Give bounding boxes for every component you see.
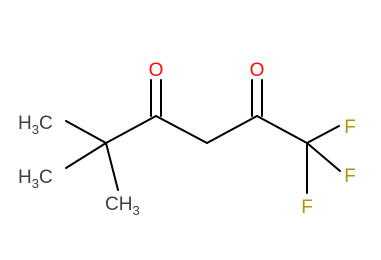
bond-cq-me3 xyxy=(105,142,119,191)
methyl-2-c: C xyxy=(39,167,53,188)
fluorine-label-3: F xyxy=(301,197,313,218)
methyl-1-c: C xyxy=(39,113,53,134)
bond-c1-f1 xyxy=(306,125,340,144)
bond-cq-me2 xyxy=(65,142,107,169)
methyl-3-ch: CH xyxy=(105,194,132,215)
methyl-1-h: H xyxy=(18,113,32,134)
oxygen-label-2: O xyxy=(250,60,265,81)
bond-cq-c4 xyxy=(105,115,157,144)
fluorine-label-1: F xyxy=(344,117,356,138)
methyl-label-1: H3C xyxy=(18,113,53,137)
bond-cq-me1 xyxy=(65,120,107,144)
oxygen-label-1: O xyxy=(149,60,164,81)
methyl-label-2: H3C xyxy=(18,167,53,191)
fluorine-label-2: F xyxy=(344,166,356,187)
methyl-2-h: H xyxy=(18,167,32,188)
methyl-3-sub: 3 xyxy=(132,203,139,218)
methyl-1-sub: 3 xyxy=(32,122,39,137)
bond-c3-c2 xyxy=(206,115,258,144)
bond-c4-c3 xyxy=(155,115,208,144)
bond-c2-c1 xyxy=(256,115,308,144)
bonds xyxy=(65,79,341,194)
methyl-label-3: CH3 xyxy=(105,194,140,218)
methyl-2-sub: 3 xyxy=(32,176,39,191)
bond-c1-f2 xyxy=(306,142,341,172)
